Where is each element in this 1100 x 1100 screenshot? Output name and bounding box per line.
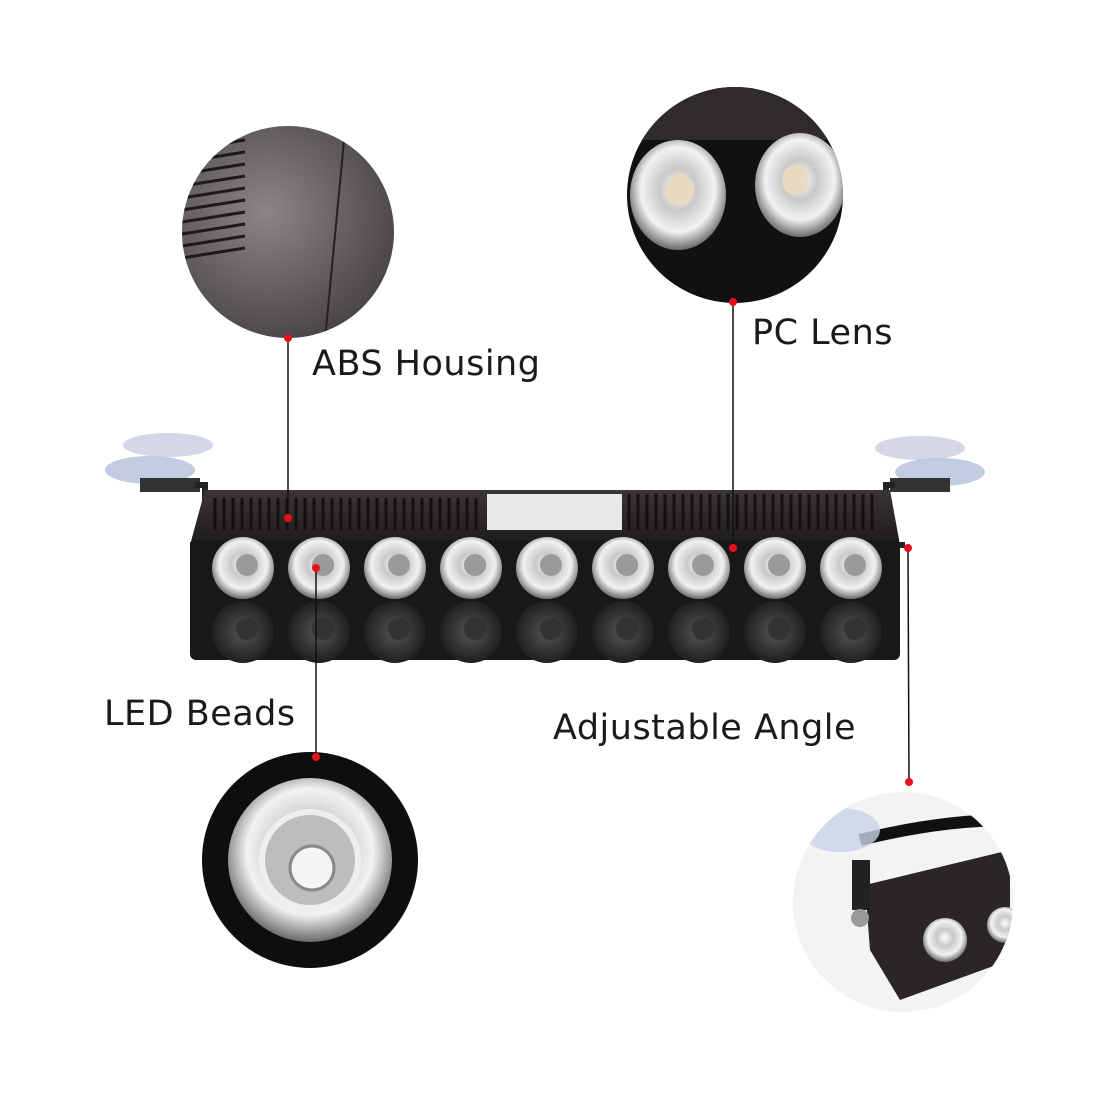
pc-lens-detail (627, 87, 843, 303)
led-reflection-core (616, 618, 638, 640)
pc-lens-label: PC Lens (752, 313, 894, 353)
led-bead-detail (202, 752, 418, 968)
led-reflection-core (768, 618, 790, 640)
led-reflection-core (236, 618, 258, 640)
led-reflection-core (312, 618, 334, 640)
left-suction-cup (105, 433, 213, 548)
abs-housing-detail (182, 126, 394, 338)
led-beads-label: LED Beads (104, 694, 296, 734)
light-bar (190, 490, 900, 663)
led-bead-core (464, 554, 486, 576)
led-reflection-core (464, 618, 486, 640)
abs-housing-label: ABS Housing (312, 344, 541, 384)
led-reflection-core (844, 618, 866, 640)
led-bead-core (236, 554, 258, 576)
led-reflection-core (692, 618, 714, 640)
led-reflection-core (540, 618, 562, 640)
adjustable-angle-label: Adjustable Angle (553, 708, 857, 748)
led-reflection-core (388, 618, 410, 640)
led-bead-core (768, 554, 790, 576)
led-bead-core (540, 554, 562, 576)
led-bead-core (616, 554, 638, 576)
led-bead-core (388, 554, 410, 576)
callout-lines (287, 302, 910, 783)
led-bead-core (692, 554, 714, 576)
adjustable-angle-detail (793, 792, 1013, 1012)
callout-dots (284, 298, 913, 786)
led-bead-core (844, 554, 866, 576)
product-sticker (487, 494, 622, 530)
